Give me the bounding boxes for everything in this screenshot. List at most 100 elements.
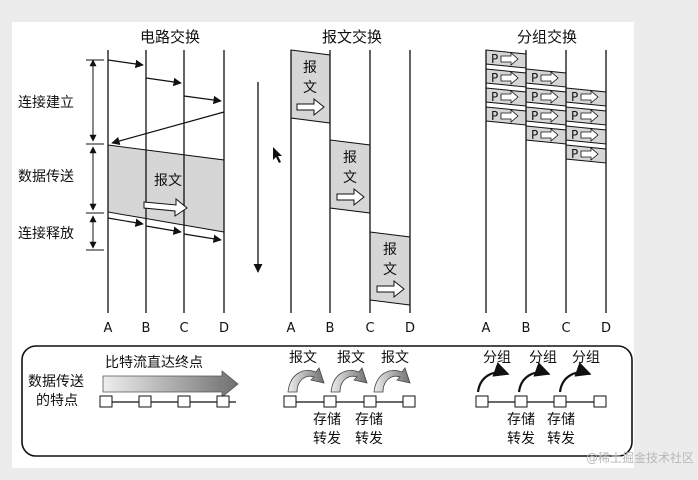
setup-phase-label: 连接建立 bbox=[18, 94, 74, 111]
message-hop-arrow-icon bbox=[330, 367, 368, 393]
node-label-d: D bbox=[405, 321, 415, 336]
circuit-switching-section: 报文 连接建立 数据传送 连接释放 A B C D bbox=[18, 50, 229, 336]
message-label-char: 文 bbox=[383, 262, 397, 278]
node-box-icon bbox=[363, 395, 377, 408]
message-label-char: 报 bbox=[343, 150, 357, 166]
legend-box: 数据传送 的特点 比特流直达终点 报文 报文 报文 存储 转发 存储 转发 分组… bbox=[21, 345, 633, 457]
store-forward-label: 转发 bbox=[313, 431, 341, 447]
release-arrow bbox=[145, 225, 182, 235]
release-arrow bbox=[183, 233, 222, 243]
node-label-c: C bbox=[365, 321, 374, 336]
store-forward-label: 存储 bbox=[313, 412, 341, 428]
message-hop-label: 报文 bbox=[337, 350, 365, 366]
packet-arrow-icon bbox=[500, 109, 519, 123]
packet-label: P bbox=[531, 128, 538, 142]
message-hop-label: 报文 bbox=[381, 350, 409, 366]
node-label-a: A bbox=[287, 321, 296, 336]
store-forward-label: 转发 bbox=[507, 431, 535, 447]
node-label-d: D bbox=[601, 321, 611, 336]
packet-arrow-icon bbox=[580, 128, 599, 142]
legend-title-line1: 数据传送 bbox=[28, 374, 84, 390]
packet-label: P bbox=[571, 109, 578, 123]
node-box-icon bbox=[138, 395, 152, 408]
packet-hop-arrow-icon bbox=[517, 362, 551, 393]
packet-arrow-icon bbox=[540, 128, 559, 142]
node-box-icon bbox=[514, 395, 528, 408]
message-switching-section: 报 文 报 文 报 文 A B C D bbox=[287, 49, 415, 336]
node-box-icon bbox=[283, 395, 297, 408]
packet-arrow-icon bbox=[500, 52, 519, 66]
release-arrow bbox=[107, 217, 144, 227]
store-forward-label: 存储 bbox=[547, 412, 575, 428]
circuit-switching-title: 电路交换 bbox=[140, 28, 200, 46]
packet-arrow-icon bbox=[540, 71, 559, 85]
message-hop-arrow-icon bbox=[287, 367, 325, 393]
packet-label: P bbox=[491, 52, 498, 66]
circuit-message-label: 报文 bbox=[154, 173, 182, 189]
release-phase-label: 连接释放 bbox=[18, 225, 74, 242]
message-arrow-icon bbox=[336, 187, 365, 207]
store-forward-label: 转发 bbox=[355, 431, 383, 447]
store-forward-label: 转发 bbox=[547, 431, 575, 447]
packet-arrow-icon bbox=[580, 109, 599, 123]
packet-label: P bbox=[571, 147, 578, 161]
node-box-icon bbox=[475, 395, 489, 408]
packet-arrow-icon bbox=[580, 90, 599, 104]
transfer-phase-label: 数据传送 bbox=[18, 169, 74, 185]
legend-title-line2: 的特点 bbox=[36, 393, 78, 409]
message-label-char: 报 bbox=[303, 60, 317, 76]
packet-arrow-icon bbox=[540, 90, 559, 104]
setup-confirm-arrow bbox=[111, 111, 225, 146]
packet-arrow-icon bbox=[580, 147, 599, 161]
packet-arrow-icon bbox=[500, 71, 519, 85]
bitstream-arrow-icon bbox=[102, 370, 239, 398]
packet-arrow-icon bbox=[500, 90, 519, 104]
node-box-icon bbox=[593, 395, 607, 408]
store-forward-label: 存储 bbox=[355, 412, 383, 428]
node-label-d: D bbox=[219, 321, 229, 336]
setup-request-arrow bbox=[107, 59, 144, 69]
packet-hop-arrow-icon bbox=[476, 362, 510, 393]
node-label-b: B bbox=[142, 321, 151, 336]
message-hop-arrow-icon bbox=[373, 367, 411, 393]
packet-label: P bbox=[491, 71, 498, 85]
store-forward-label: 存储 bbox=[507, 412, 535, 428]
watermark-text: @稀土掘金技术社区 bbox=[586, 450, 694, 465]
bitstream-label: 比特流直达终点 bbox=[105, 354, 203, 371]
node-label-c: C bbox=[561, 321, 570, 336]
message-label-char: 文 bbox=[303, 80, 317, 96]
node-label-c: C bbox=[179, 321, 188, 336]
message-label-char: 文 bbox=[343, 170, 357, 186]
setup-request-arrow bbox=[183, 95, 222, 105]
mouse-cursor-icon bbox=[273, 147, 282, 163]
node-box-icon bbox=[216, 395, 230, 408]
node-label-b: B bbox=[326, 321, 335, 336]
data-direction-arrow bbox=[143, 197, 188, 217]
node-box-icon bbox=[402, 395, 416, 408]
message-label-char: 报 bbox=[383, 242, 397, 258]
node-box-icon bbox=[553, 395, 567, 408]
packet-label: P bbox=[531, 90, 538, 104]
packet-label: P bbox=[571, 128, 578, 142]
packet-arrow-icon bbox=[540, 109, 559, 123]
node-label-b: B bbox=[522, 321, 531, 336]
node-label-a: A bbox=[482, 321, 491, 336]
message-switching-title: 报文交换 bbox=[322, 28, 382, 46]
message-arrow-icon bbox=[376, 279, 405, 299]
packet-hop-arrow-icon bbox=[558, 362, 592, 393]
node-label-a: A bbox=[104, 321, 113, 336]
packet-label: P bbox=[571, 90, 578, 104]
node-box-icon bbox=[177, 395, 191, 408]
packet-hop-label: 分组 bbox=[483, 350, 511, 366]
node-box-icon bbox=[323, 395, 337, 408]
packet-hop-label: 分组 bbox=[572, 350, 600, 366]
packet-hop-label: 分组 bbox=[529, 350, 557, 366]
node-box-icon bbox=[99, 395, 113, 408]
message-arrow-icon bbox=[296, 97, 325, 117]
message-hop-label: 报文 bbox=[289, 350, 317, 366]
packet-label: P bbox=[491, 109, 498, 123]
setup-request-arrow bbox=[145, 77, 182, 87]
